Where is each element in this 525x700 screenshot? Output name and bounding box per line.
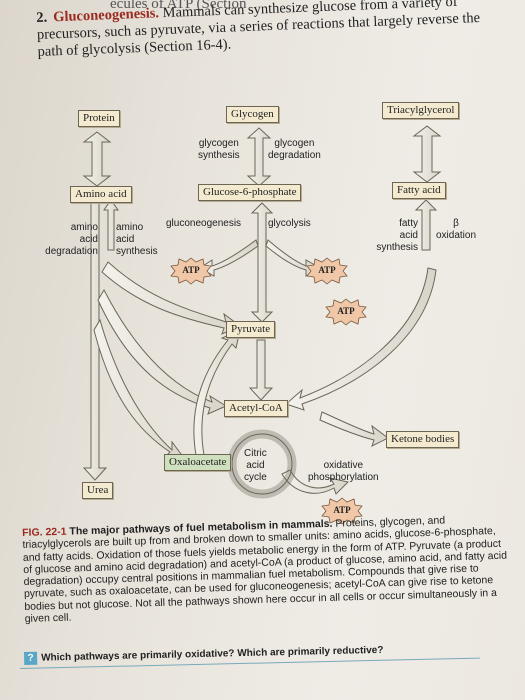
box-glucose-6-phosphate: Glucose-6-phosphate bbox=[198, 184, 302, 201]
arrow-protein-aminoacid bbox=[82, 131, 112, 187]
arrow-aminoacid-up bbox=[103, 199, 119, 251]
arrow-amino-acetylcoa bbox=[97, 288, 228, 415]
arrow-glycogen-g6p bbox=[246, 127, 272, 187]
arrow-acetylcoa-ketone bbox=[319, 411, 389, 447]
label-glycolysis: glycolysis bbox=[268, 218, 311, 229]
arrow-amino-urea bbox=[82, 199, 108, 481]
box-urea: Urea bbox=[82, 482, 114, 499]
arrow-cycle-oxphos bbox=[281, 469, 349, 495]
atp-burst-oxphos bbox=[321, 497, 363, 525]
box-pyruvate: Pyruvate bbox=[226, 321, 276, 338]
arrow-pyruvate-acetylcoa bbox=[248, 339, 274, 401]
page-top-fragment: ecules of ATP (Section bbox=[110, 0, 247, 12]
atp-burst-left bbox=[170, 257, 212, 285]
label-gluconeogenesis: gluconeogenesis bbox=[166, 218, 242, 229]
question-mark-icon: ? bbox=[24, 651, 38, 665]
figure-caption: FIG. 22-1 The major pathways of fuel met… bbox=[22, 513, 513, 626]
arrow-fattyacid-up bbox=[414, 199, 438, 251]
box-oxaloacetate: Oxaloacetate bbox=[164, 454, 232, 471]
figure-number: FIG. 22-1 bbox=[22, 525, 67, 539]
atp-label-right: ATP bbox=[318, 265, 336, 275]
arrow-fattyacid-acetylcoa bbox=[285, 267, 437, 411]
box-fatty-acid: Fatty acid bbox=[392, 182, 446, 199]
box-protein: Protein bbox=[78, 110, 120, 127]
arrow-atp-left bbox=[199, 239, 259, 277]
box-ketone-bodies: Ketone bodies bbox=[386, 431, 460, 448]
box-glycogen: Glycogen bbox=[226, 106, 279, 123]
atp-burst-fatty bbox=[325, 298, 367, 326]
atp-label-left: ATP bbox=[182, 265, 200, 275]
arrow-oxaloacetate-up bbox=[193, 329, 241, 456]
arrow-tag-fattyacid bbox=[412, 125, 442, 183]
box-amino-acid: Amino acid bbox=[70, 186, 132, 203]
atp-label-oxphos: ATP bbox=[333, 505, 351, 515]
box-triacylglycerol: Triacylglycerol bbox=[382, 102, 460, 119]
box-acetyl-coa: Acetyl-CoA bbox=[224, 400, 288, 417]
atp-label-fatty: ATP bbox=[337, 306, 355, 316]
atp-burst-right bbox=[306, 257, 348, 285]
